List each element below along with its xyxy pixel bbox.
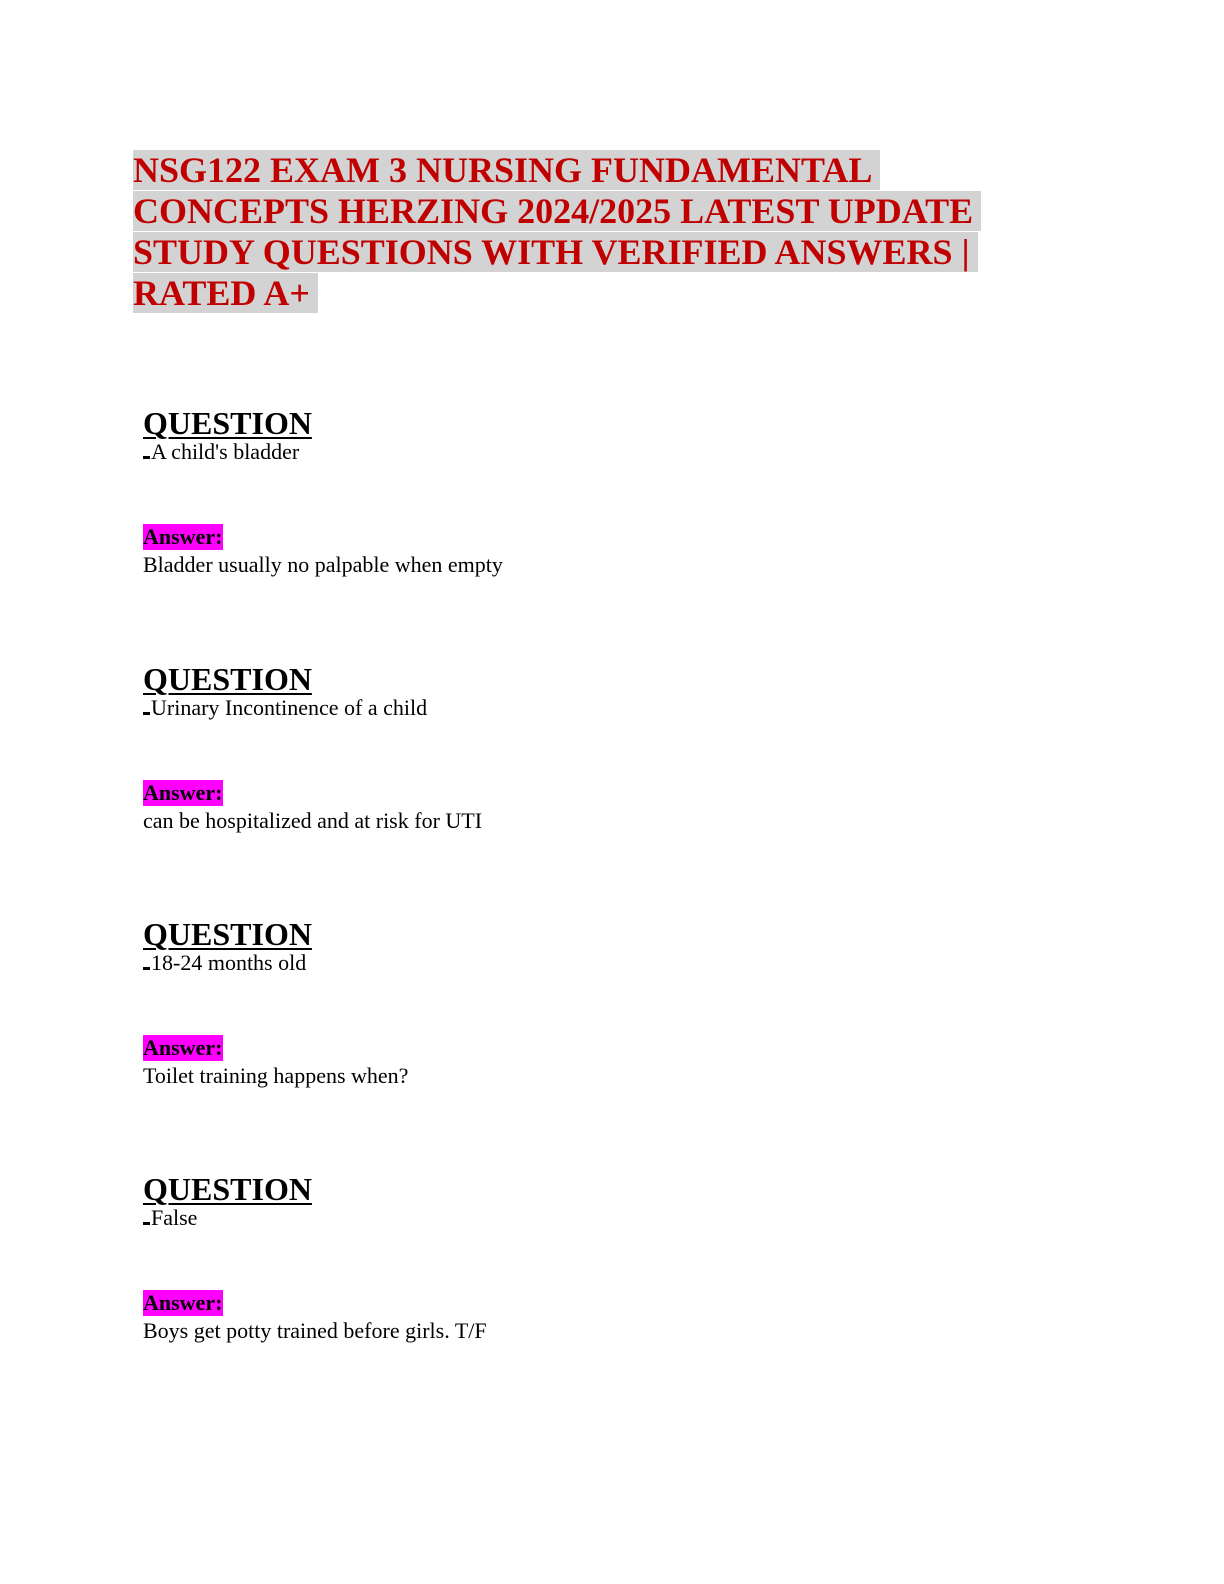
- question-marker: [143, 712, 150, 715]
- question-heading: QUESTION: [143, 661, 312, 697]
- answer-label: Answer:: [143, 1035, 224, 1061]
- document-title: NSG122 EXAM 3 NURSING FUNDAMENTAL CONCEP…: [133, 150, 993, 314]
- answer-text: can be hospitalized and at risk for UTI: [143, 808, 483, 833]
- qa-item: QUESTION A child's bladder Answer: Bladd…: [143, 405, 1043, 577]
- question-row: False: [143, 1205, 1043, 1232]
- answer-text: Boys get potty trained before girls. T/F: [143, 1318, 487, 1343]
- question-row: 18-24 months old: [143, 950, 1043, 977]
- document-title-text: NSG122 EXAM 3 NURSING FUNDAMENTAL CONCEP…: [133, 150, 982, 313]
- question-heading: QUESTION: [143, 1171, 312, 1207]
- answer-text: Toilet training happens when?: [143, 1063, 409, 1088]
- question-text: False: [151, 1205, 198, 1230]
- question-heading: QUESTION: [143, 405, 312, 441]
- qa-item: QUESTION 18-24 months old Answer: Toilet…: [143, 916, 1043, 1088]
- question-row: A child's bladder: [143, 439, 1043, 466]
- question-marker: [143, 1222, 150, 1225]
- question-marker: [143, 456, 150, 459]
- question-text: Urinary Incontinence of a child: [151, 695, 428, 720]
- qa-item: QUESTION Urinary Incontinence of a child…: [143, 661, 1043, 833]
- qa-item: QUESTION False Answer: Boys get potty tr…: [143, 1171, 1043, 1343]
- question-text: 18-24 months old: [151, 950, 307, 975]
- answer-label: Answer:: [143, 780, 224, 806]
- answer-text: Bladder usually no palpable when empty: [143, 552, 503, 577]
- question-text: A child's bladder: [151, 439, 300, 464]
- question-marker: [143, 967, 150, 970]
- question-row: Urinary Incontinence of a child: [143, 695, 1043, 722]
- question-heading: QUESTION: [143, 916, 312, 952]
- answer-label: Answer:: [143, 524, 224, 550]
- answer-label: Answer:: [143, 1290, 224, 1316]
